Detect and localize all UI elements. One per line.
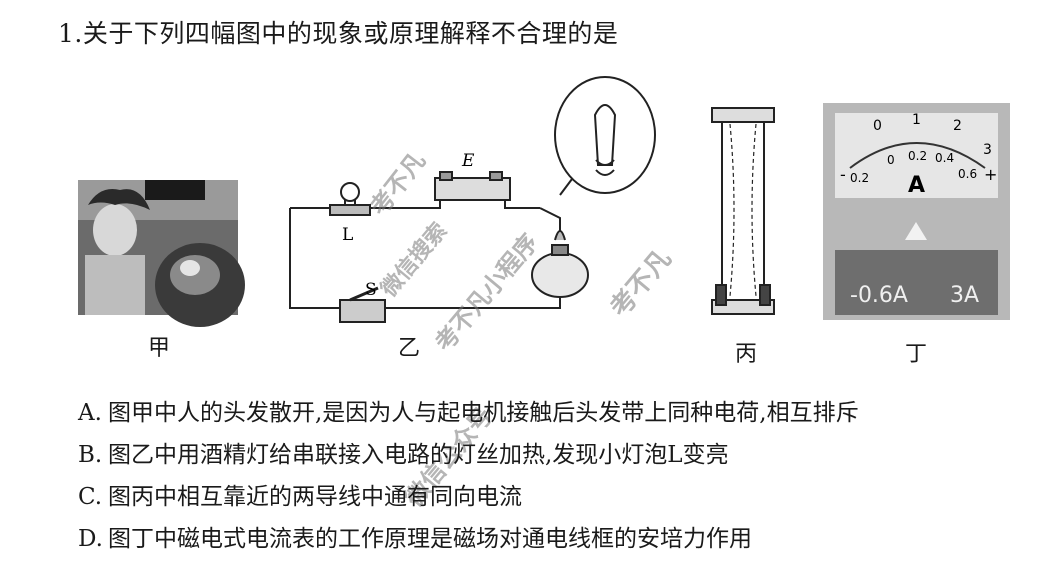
- switch-label: S: [365, 280, 377, 300]
- range-low-label: -0.6A: [850, 283, 908, 308]
- option-letter: B.: [78, 442, 103, 468]
- figure-yi-circuit: [289, 76, 656, 323]
- ammeter-unit: A: [908, 173, 925, 198]
- scale-sub-3: 0.4: [935, 151, 954, 165]
- option-a[interactable]: A.图甲中人的头发散开,是因为人与起电机接触后头发带上同种电荷,相互排斥: [78, 392, 859, 434]
- option-letter: A.: [78, 400, 102, 426]
- option-text: 图丙中相互靠近的两导线中通有同向电流: [108, 484, 522, 510]
- options-list: A.图甲中人的头发散开,是因为人与起电机接触后头发带上同种电荷,相互排斥 B.图…: [78, 392, 859, 560]
- scale-tick-2: 2: [953, 118, 962, 134]
- option-letter: C.: [78, 484, 103, 510]
- scale-sub-4: 0.6: [958, 167, 977, 181]
- caption-bing: 丙: [735, 342, 758, 367]
- scale-tick-3: 3: [983, 142, 992, 158]
- option-text: 图乙中用酒精灯给串联接入电路的灯丝加热,发现小灯泡L变亮: [108, 442, 729, 468]
- scale-tick-0: 0: [873, 118, 882, 134]
- plus-sign: +: [984, 165, 997, 184]
- minus-sign: -: [840, 165, 846, 184]
- figures: L S E 0 1 2 3 0.2 0 0.2 0.4 0.6 A - + -0…: [78, 76, 1010, 327]
- option-text: 图甲中人的头发散开,是因为人与起电机接触后头发带上同种电荷,相互排斥: [108, 400, 859, 426]
- option-c[interactable]: C.图丙中相互靠近的两导线中通有同向电流: [78, 476, 859, 518]
- option-text: 图丁中磁电式电流表的工作原理是磁场对通电线框的安培力作用: [108, 526, 752, 552]
- figure-ding-ammeter: [823, 103, 1010, 320]
- figure-jia-photo: [78, 180, 245, 327]
- option-b[interactable]: B.图乙中用酒精灯给串联接入电路的灯丝加热,发现小灯泡L变亮: [78, 434, 859, 476]
- scale-sub-0: 0.2: [850, 171, 869, 185]
- scale-sub-2: 0.2: [908, 149, 927, 163]
- scale-sub-1: 0: [887, 153, 895, 167]
- range-high-label: 3A: [950, 283, 979, 308]
- figure-bing-wires: [711, 107, 775, 315]
- lamp-label: L: [342, 225, 353, 245]
- option-letter: D.: [78, 526, 103, 552]
- option-d[interactable]: D.图丁中磁电式电流表的工作原理是磁场对通电线框的安培力作用: [78, 518, 859, 560]
- caption-jia: 甲: [148, 336, 171, 361]
- source-label: E: [461, 151, 475, 171]
- caption-ding: 丁: [905, 342, 928, 367]
- question-title: 1.关于下列四幅图中的现象或原理解释不合理的是: [58, 19, 619, 48]
- scale-tick-1: 1: [912, 112, 921, 128]
- caption-yi: 乙: [398, 336, 421, 361]
